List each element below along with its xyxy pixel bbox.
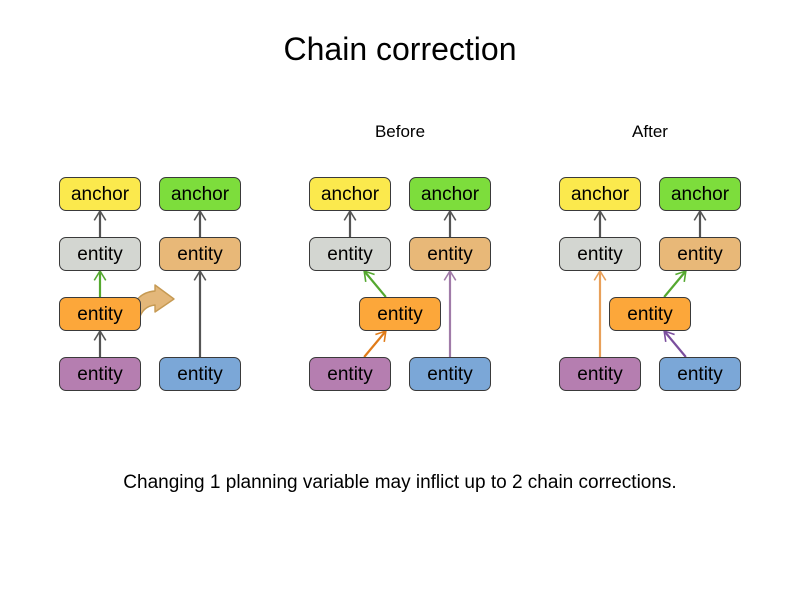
edge-arrow — [663, 329, 687, 358]
node-entity-initial: entity — [59, 297, 141, 331]
panel-label-before: Before — [374, 122, 426, 141]
edge-arrow — [443, 269, 457, 357]
node-entity-initial: entity — [59, 357, 141, 391]
node-entity-before: entity — [309, 357, 391, 391]
node-anchor-after: anchor — [559, 177, 641, 211]
edge-arrow — [93, 209, 107, 237]
node-entity-before: entity — [359, 297, 441, 331]
panel-label-after: After — [632, 122, 668, 141]
node-entity-initial: entity — [59, 237, 141, 271]
node-entity-after: entity — [609, 297, 691, 331]
node-entity-before: entity — [409, 357, 491, 391]
edge-arrow — [193, 269, 207, 357]
edge-arrow — [363, 269, 387, 298]
edge-arrow — [363, 329, 387, 358]
edge-arrow — [93, 269, 107, 297]
node-entity-after: entity — [659, 237, 741, 271]
node-entity-initial: entity — [159, 237, 241, 271]
node-anchor-before: anchor — [409, 177, 491, 211]
node-entity-after: entity — [659, 357, 741, 391]
node-anchor-initial: anchor — [59, 177, 141, 211]
edge-arrow — [443, 209, 457, 237]
node-entity-before: entity — [309, 237, 391, 271]
edge-arrow — [93, 329, 107, 357]
node-entity-after: entity — [559, 357, 641, 391]
edge-arrow — [593, 209, 607, 237]
edge-arrow — [193, 209, 207, 237]
edge-arrow — [693, 209, 707, 237]
edge-arrow — [593, 269, 607, 357]
page-title: Chain correction — [283, 31, 517, 67]
edge-arrow — [663, 269, 687, 298]
node-entity-before: entity — [409, 237, 491, 271]
node-anchor-initial: anchor — [159, 177, 241, 211]
node-entity-initial: entity — [159, 357, 241, 391]
slide-caption: Changing 1 planning variable may inflict… — [123, 472, 677, 493]
node-entity-after: entity — [559, 237, 641, 271]
node-anchor-after: anchor — [659, 177, 741, 211]
edge-arrow — [343, 209, 357, 237]
node-anchor-before: anchor — [309, 177, 391, 211]
